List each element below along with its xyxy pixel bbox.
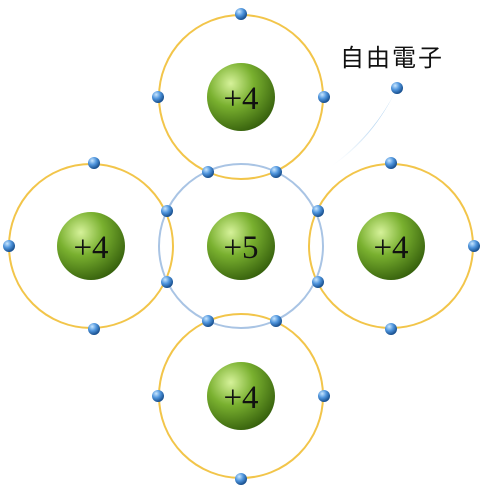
nucleus-right: +4	[357, 212, 425, 280]
nucleus-right-charge: +4	[373, 230, 408, 266]
electron	[385, 323, 397, 335]
electron	[152, 390, 164, 402]
electron	[161, 276, 173, 288]
electron	[385, 157, 397, 169]
nucleus-top-charge: +4	[223, 81, 258, 117]
electron	[270, 315, 282, 327]
free-electron	[391, 82, 403, 94]
electron	[318, 390, 330, 402]
electron	[468, 240, 480, 252]
electron	[152, 91, 164, 103]
nucleus-bottom: +4	[207, 362, 275, 430]
electron	[88, 157, 100, 169]
nucleus-left: +4	[57, 212, 125, 280]
electrons	[3, 8, 480, 485]
electron	[312, 205, 324, 217]
electron	[235, 8, 247, 20]
electron	[88, 323, 100, 335]
electron	[235, 473, 247, 485]
electron	[202, 315, 214, 327]
free-electron-trail	[322, 88, 397, 172]
free-electron-label: 自由電子	[340, 44, 444, 72]
electron	[312, 276, 324, 288]
nucleus-center-charge: +5	[223, 230, 258, 266]
nucleus-bottom-charge: +4	[223, 380, 258, 416]
electron	[3, 240, 15, 252]
electron	[318, 91, 330, 103]
nucleus-top: +4	[207, 63, 275, 131]
nucleus-center: +5	[207, 212, 275, 280]
electron	[161, 205, 173, 217]
nuclei: +4 +4 +5 +4 +4	[57, 63, 425, 430]
nucleus-left-charge: +4	[73, 230, 108, 266]
electron	[270, 166, 282, 178]
orbit-center	[158, 163, 324, 329]
electron	[202, 166, 214, 178]
